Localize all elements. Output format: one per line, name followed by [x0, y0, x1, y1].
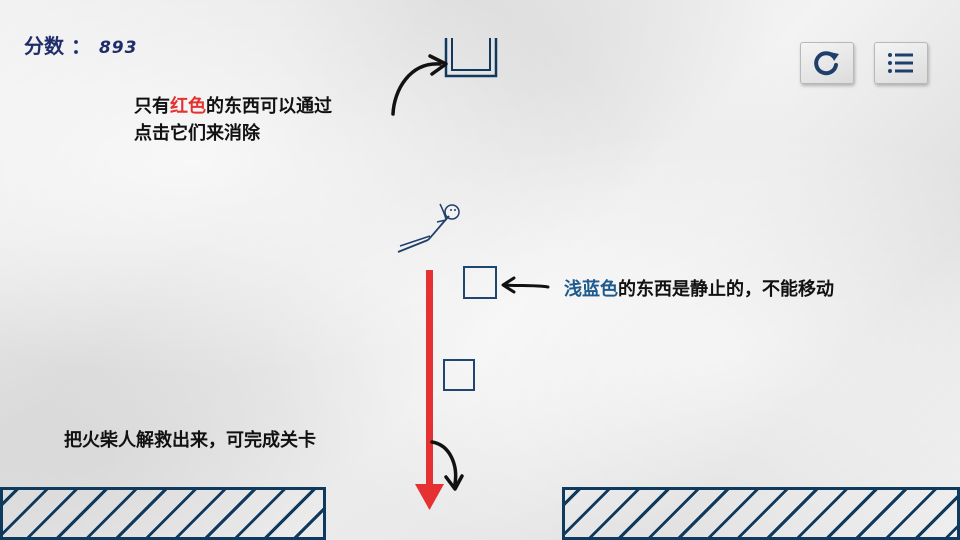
red-removable-arrow[interactable]	[415, 270, 444, 510]
menu-button[interactable]	[874, 42, 928, 84]
hint-arrow-ground	[430, 440, 464, 491]
tip-red-prefix: 只有	[134, 96, 170, 117]
tip-blue-word: 浅蓝色	[564, 279, 618, 300]
tip-red-word: 红色	[170, 96, 206, 117]
tip-rescue: 把火柴人解救出来，可完成关卡	[64, 430, 316, 451]
score-value: 893	[98, 38, 138, 58]
hint-arrow-goal	[391, 54, 448, 116]
stickman[interactable]	[397, 203, 460, 253]
hint-arrow-static	[501, 276, 550, 294]
restart-icon	[814, 51, 839, 76]
score-label: 分数 ：	[24, 34, 91, 58]
tip-red-suffix: 的东西可以通过	[206, 96, 332, 117]
tip-red-removable: 只有红色的东西可以通过 点击它们来消除	[134, 93, 332, 147]
tip-red-line1: 只有红色的东西可以通过	[134, 93, 332, 120]
goal-cup	[444, 38, 498, 78]
score-display: 分数 ： 893	[24, 30, 137, 59]
menu-list-icon	[888, 53, 913, 73]
ground-platform-right	[562, 487, 960, 540]
static-block	[463, 266, 497, 299]
tip-blue-suffix: 的东西是静止的，不能移动	[618, 279, 834, 300]
restart-button[interactable]	[800, 42, 854, 84]
tip-blue-static: 浅蓝色的东西是静止的，不能移动	[564, 276, 834, 303]
ground-platform-left	[0, 487, 326, 540]
tip-red-line2: 点击它们来消除	[134, 123, 260, 144]
static-block	[443, 359, 475, 391]
